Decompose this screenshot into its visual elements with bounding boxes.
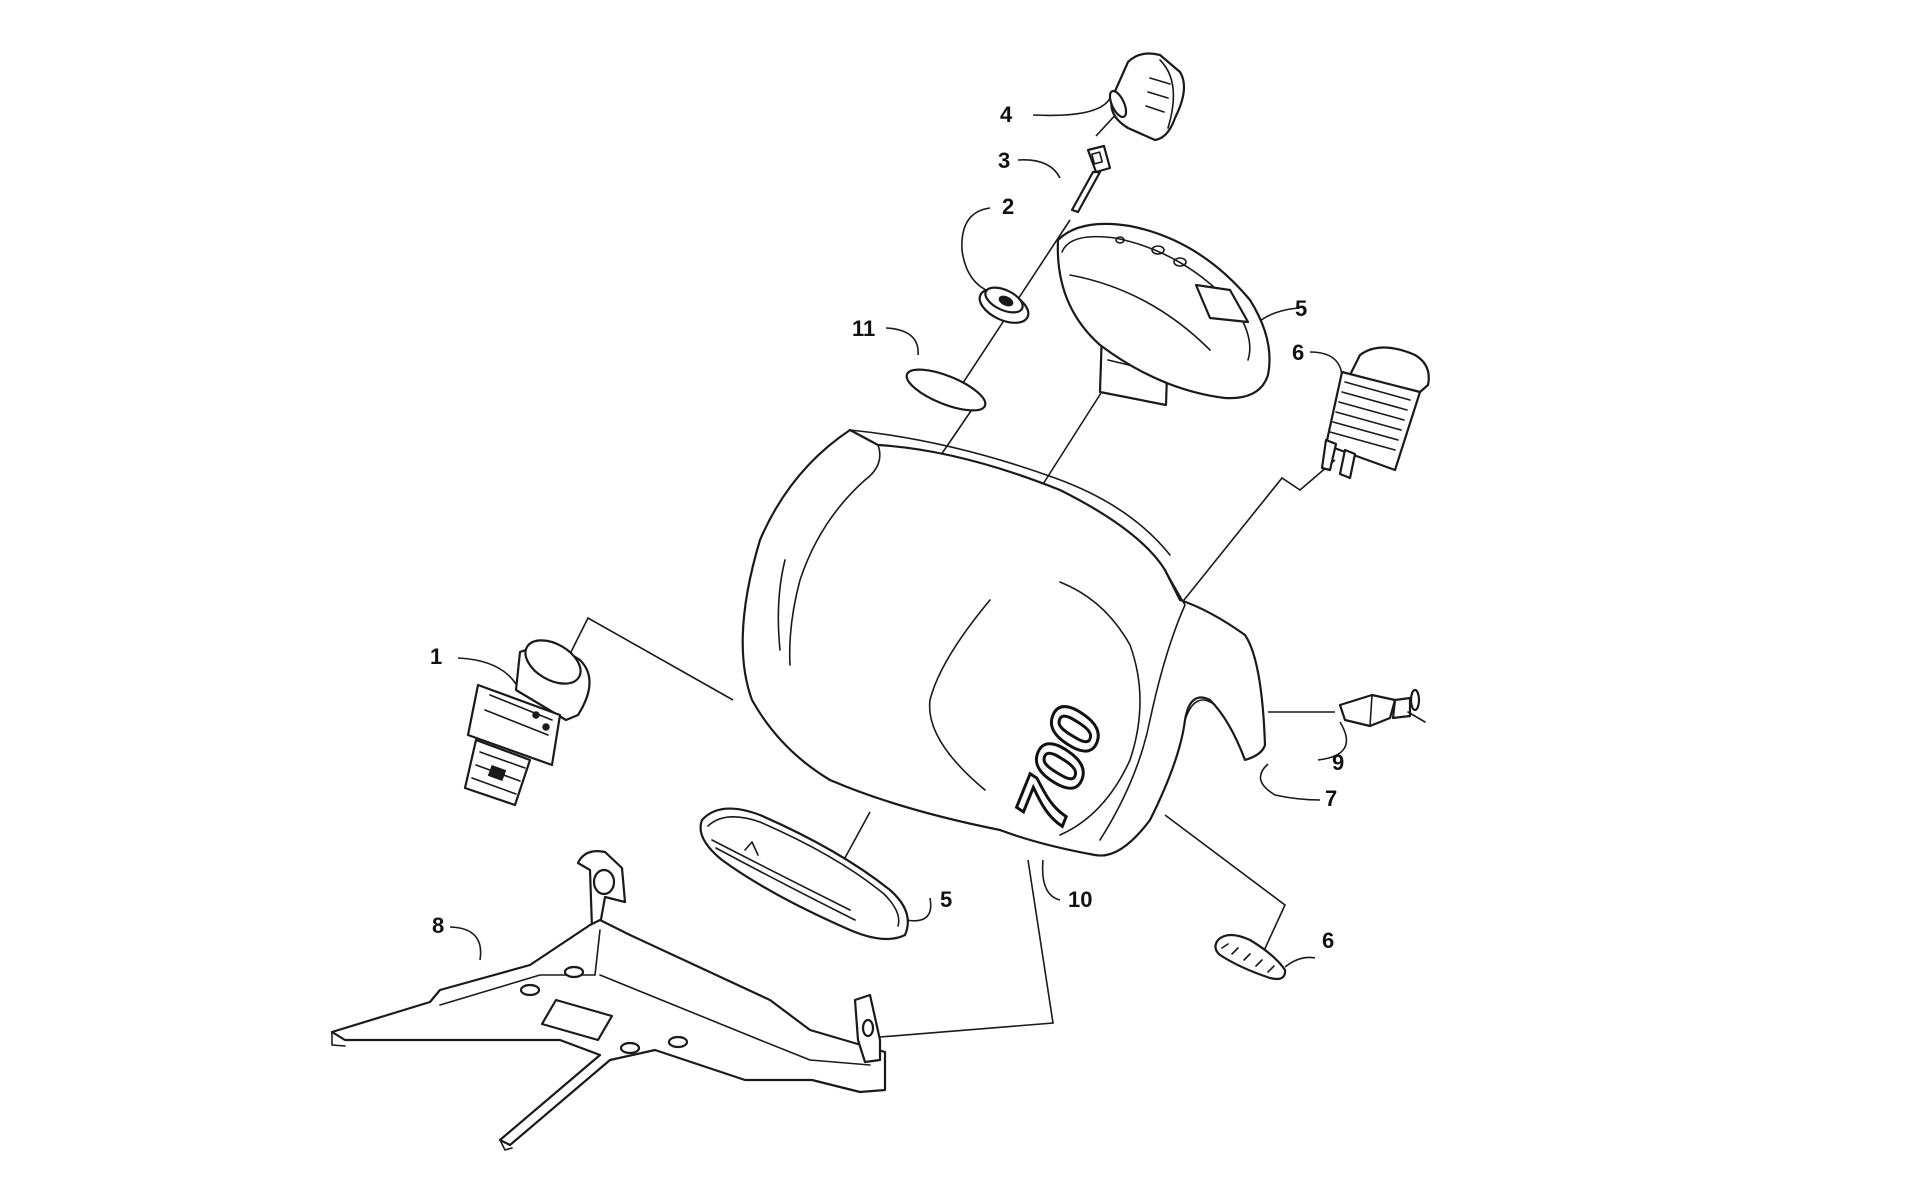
key-cap (1108, 52, 1186, 142)
leader-8 (449, 926, 482, 961)
dash-housing: 700 (741, 428, 1267, 857)
callout-4: 4 (1000, 102, 1013, 127)
callout-10: 10 (1068, 887, 1092, 912)
callout-labels: 1 2 3 4 5 6 7 8 9 10 11 5 6 (430, 102, 1344, 953)
callout-6-top: 6 (1292, 340, 1304, 365)
leader-nut-axis (1164, 814, 1286, 956)
gasket (905, 368, 987, 412)
callout-11: 11 (852, 316, 875, 341)
callout-9: 9 (1332, 750, 1344, 775)
leader-1 (457, 657, 517, 685)
leader-11 (885, 327, 919, 356)
key (1070, 144, 1112, 214)
callout-5-top: 5 (1295, 296, 1307, 321)
gauge-assembly (1056, 222, 1271, 407)
leader-3 (1017, 159, 1061, 179)
ignition-switch (463, 639, 591, 807)
leader-gauge-axis (1037, 381, 1109, 493)
leader-7 (1259, 763, 1321, 801)
leader-6-top (1309, 351, 1343, 386)
callout-3: 3 (998, 148, 1010, 173)
callout-6-bottom: 6 (1322, 928, 1334, 953)
callout-5-bottom: 5 (940, 887, 952, 912)
leader-6-bottom (1284, 956, 1316, 968)
leader-4 (1032, 97, 1111, 117)
callout-7: 7 (1325, 786, 1337, 811)
lens-ring (699, 807, 909, 941)
callout-8: 8 (432, 913, 444, 938)
socket-nut (1214, 933, 1287, 981)
leader-bracket-axis (879, 859, 1054, 1038)
callout-1: 1 (430, 644, 442, 669)
leader-10 (1041, 859, 1061, 901)
push-rivet (1338, 688, 1426, 728)
leader-socket-axis (1179, 459, 1336, 606)
leader-9b (1317, 721, 1348, 761)
callout-2: 2 (1002, 194, 1014, 219)
leader-2 (961, 207, 991, 293)
leader-5-bottom (905, 897, 932, 922)
leader-1-assembly (562, 616, 734, 701)
power-socket (1320, 346, 1430, 480)
mounting-bracket (330, 850, 887, 1151)
bezel-ring (978, 286, 1030, 324)
